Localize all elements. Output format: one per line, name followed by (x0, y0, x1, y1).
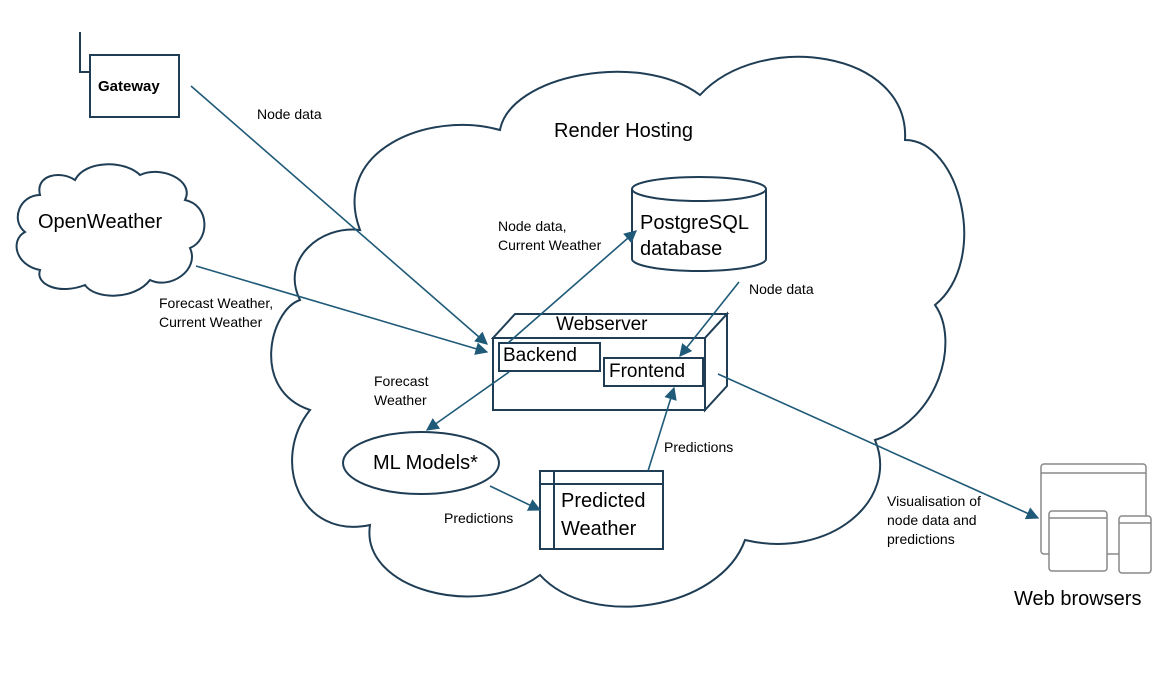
gateway-antenna (79, 32, 90, 73)
edge-label-openweather-line2: Current Weather (159, 314, 263, 330)
gateway-label: Gateway (98, 78, 160, 95)
web-browsers-icon (1040, 463, 1152, 574)
edge-label-viz-line1: Visualisation of (887, 493, 981, 509)
frontend-box (603, 357, 704, 387)
arrow-predicted-frontend (647, 386, 677, 472)
ml-models-label: ML Models* (373, 452, 478, 474)
openweather-cloud (15, 163, 206, 297)
postgres-db-shape (631, 176, 767, 272)
openweather-label: OpenWeather (38, 211, 163, 233)
arrow-backend-db (507, 230, 637, 344)
edge-label-viz-line2: node data and (887, 512, 977, 528)
edge-label-openweather-line1: Forecast Weather, (159, 295, 274, 311)
edge-label-gateway: Node data (257, 106, 322, 122)
backend-label: Backend (503, 345, 577, 366)
predicted-weather-line2: Weather (561, 518, 637, 540)
webserver-label: Webserver (556, 314, 648, 335)
arrow-gateway-backend (190, 85, 488, 345)
postgres-label-line2: database (640, 238, 723, 260)
arrow-frontend-browsers (717, 373, 1040, 520)
gateway-box (89, 54, 180, 118)
web-browsers-label: Web browsers (1014, 588, 1142, 610)
edge-label-backend-ml-line2: Weather (374, 392, 427, 408)
edge-label-backend-ml-line1: Forecast (374, 373, 429, 389)
edge-label-backend-db-line1: Node data, (498, 218, 567, 234)
backend-box (498, 342, 601, 372)
edge-label-backend-db-line2: Current Weather (498, 237, 602, 253)
edge-label-db-frontend: Node data (749, 281, 814, 297)
render-hosting-label: Render Hosting (554, 120, 693, 142)
arrow-db-frontend (679, 281, 740, 358)
predicted-weather-box (539, 470, 664, 550)
predicted-weather-line1: Predicted (561, 490, 646, 512)
ml-models-ellipse (342, 431, 500, 495)
frontend-label: Frontend (609, 361, 686, 382)
edge-label-ml-predictions: Predictions (444, 510, 514, 526)
arrow-openweather-backend (195, 265, 489, 355)
postgres-label-line1: PostgreSQL (640, 212, 749, 234)
edge-label-predicted-frontend: Predictions (664, 439, 734, 455)
arrow-backend-ml (425, 371, 510, 431)
edge-label-viz-line3: predictions (887, 531, 955, 547)
arrow-ml-predicted (489, 485, 542, 511)
